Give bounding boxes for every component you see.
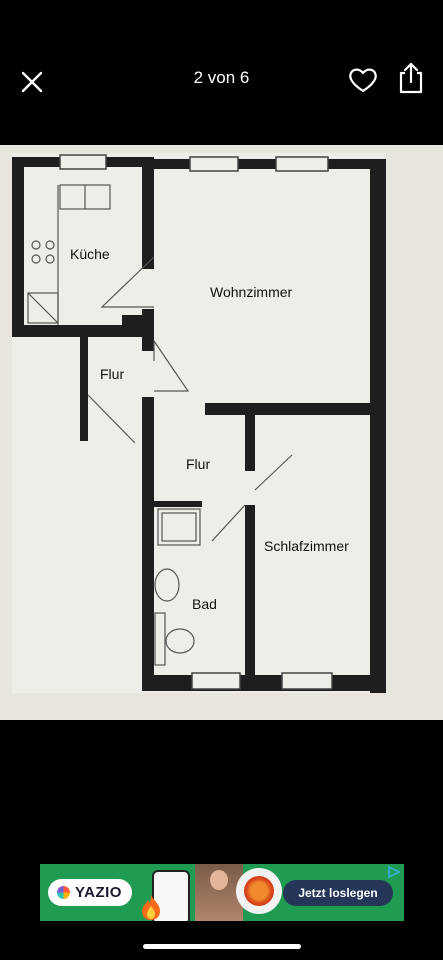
room-label-bedroom: Schlafzimmer	[264, 538, 349, 554]
image-counter: 2 von 6	[193, 68, 250, 87]
heart-icon	[349, 68, 377, 93]
flame-icon	[142, 895, 160, 920]
floorplan-drawing: Küche Wohnzimmer Flur Flur Schlafzimmer …	[0, 145, 443, 720]
room-label-kitchen: Küche	[70, 246, 110, 262]
room-label-hall-lower: Flur	[186, 456, 210, 472]
ad-brand-name: YAZIO	[75, 884, 122, 901]
person-photo	[195, 864, 243, 921]
ad-choices-icon[interactable]	[387, 866, 401, 878]
ad-cta-button[interactable]: Jetzt loslegen	[283, 880, 393, 906]
close-button[interactable]	[14, 64, 50, 100]
like-button[interactable]	[346, 64, 380, 96]
room-label-bath: Bad	[192, 596, 217, 612]
share-icon	[399, 62, 423, 94]
ad-brand-logo: YAZIO	[48, 879, 132, 906]
top-bar: 2 von 6	[0, 0, 443, 145]
food-plate-photo	[236, 868, 282, 914]
yazio-logo-icon	[57, 886, 70, 899]
person-head	[210, 870, 228, 890]
home-indicator[interactable]	[143, 944, 301, 949]
ad-banner[interactable]: YAZIO Jetzt loslegen	[40, 864, 404, 921]
close-icon	[21, 71, 43, 93]
share-button[interactable]	[394, 60, 428, 96]
floorplan-photo[interactable]: Küche Wohnzimmer Flur Flur Schlafzimmer …	[0, 145, 443, 720]
room-label-living: Wohnzimmer	[210, 284, 293, 300]
room-label-hall-upper: Flur	[100, 366, 124, 382]
food-icon	[244, 876, 274, 906]
